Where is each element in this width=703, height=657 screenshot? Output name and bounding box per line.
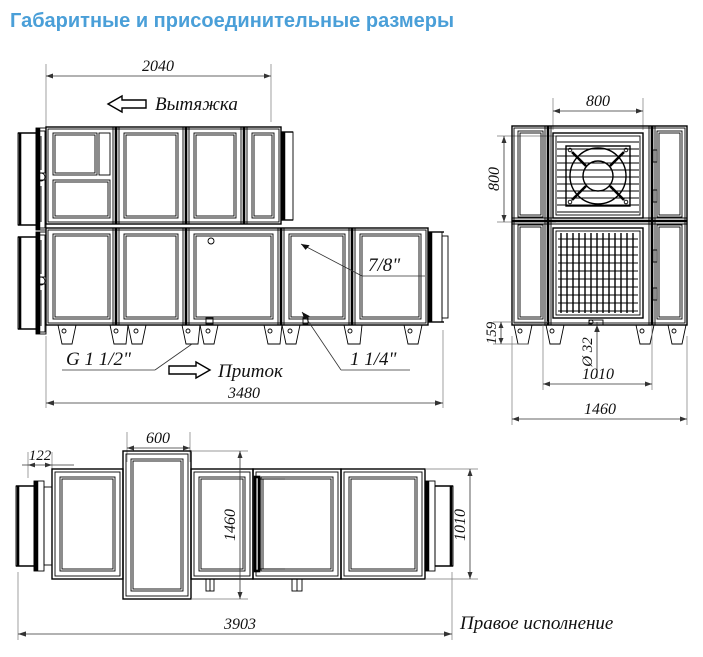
drain-diameter-annotation: Ø 32 (580, 322, 600, 378)
dimension-1010-plan: 1010 (425, 468, 478, 580)
support-legs (57, 324, 423, 345)
page-title: Габаритные и присоединительные размеры (10, 10, 455, 32)
dimension-2040: 2040 (45, 58, 272, 128)
hand-version-label: Правое исполнение (459, 613, 613, 634)
arrow-left-icon (106, 94, 147, 114)
dimension-1010-end: 1010 (542, 325, 653, 390)
pipe-114-label: 1 1/4" (350, 349, 398, 370)
plan-left-duct (15, 480, 53, 572)
pipe-78-annotation: 7/8" (300, 243, 425, 277)
dim-label-1460-end: 1460 (584, 401, 616, 418)
dimension-1460-end: 1460 (511, 336, 688, 425)
dim-label-1010-plan: 1010 (452, 509, 469, 541)
dim-label-3903: 3903 (223, 616, 256, 633)
lower-body (45, 227, 449, 326)
pipe-114-annotation: 1 1/4" (301, 311, 410, 371)
drain-diameter-label: Ø 32 (580, 337, 596, 368)
dimension-800-width: 800 (552, 93, 644, 130)
dimension-1460-plan: 1460 (191, 450, 248, 600)
supply-annotation: Приток (168, 360, 284, 382)
pipe-78-label: 7/8" (368, 255, 401, 276)
arrow-right-icon (168, 360, 212, 380)
end-elevation-view: 800 800 (484, 93, 688, 425)
dim-label-1010-end: 1010 (582, 366, 614, 383)
dimension-800-height: 800 (486, 135, 556, 223)
upper-body (45, 126, 294, 225)
end-support-legs (513, 319, 687, 345)
dim-label-159: 159 (484, 321, 500, 344)
dimension-3480: 3480 (45, 330, 444, 408)
side-elevation-view: 2040 Вытяжка (17, 58, 449, 408)
dimension-600: 600 (126, 430, 191, 462)
fan-grille (552, 132, 644, 219)
dimension-159: 159 (484, 321, 548, 345)
dim-label-800-width: 800 (586, 93, 610, 110)
dim-label-2040: 2040 (142, 58, 174, 75)
dim-label-3480: 3480 (227, 385, 260, 402)
dim-label-1460-plan: 1460 (222, 509, 239, 541)
dimension-122: 122 (22, 448, 74, 478)
dim-label-800-height: 800 (486, 167, 503, 191)
drain-g112-annotation: G 1 1/2" (62, 343, 193, 371)
dim-label-122: 122 (29, 448, 52, 464)
filter-mesh (552, 227, 644, 319)
dim-label-600: 600 (146, 430, 170, 447)
left-duct-flanges (17, 127, 47, 335)
exhaust-annotation: Вытяжка (106, 94, 238, 115)
exhaust-label: Вытяжка (155, 94, 238, 115)
supply-label: Приток (217, 361, 284, 382)
plan-view: 122 600 (15, 430, 613, 640)
drain-g112-label: G 1 1/2" (66, 349, 132, 370)
plan-body (51, 450, 454, 600)
dimension-3903: 3903 (17, 572, 453, 640)
